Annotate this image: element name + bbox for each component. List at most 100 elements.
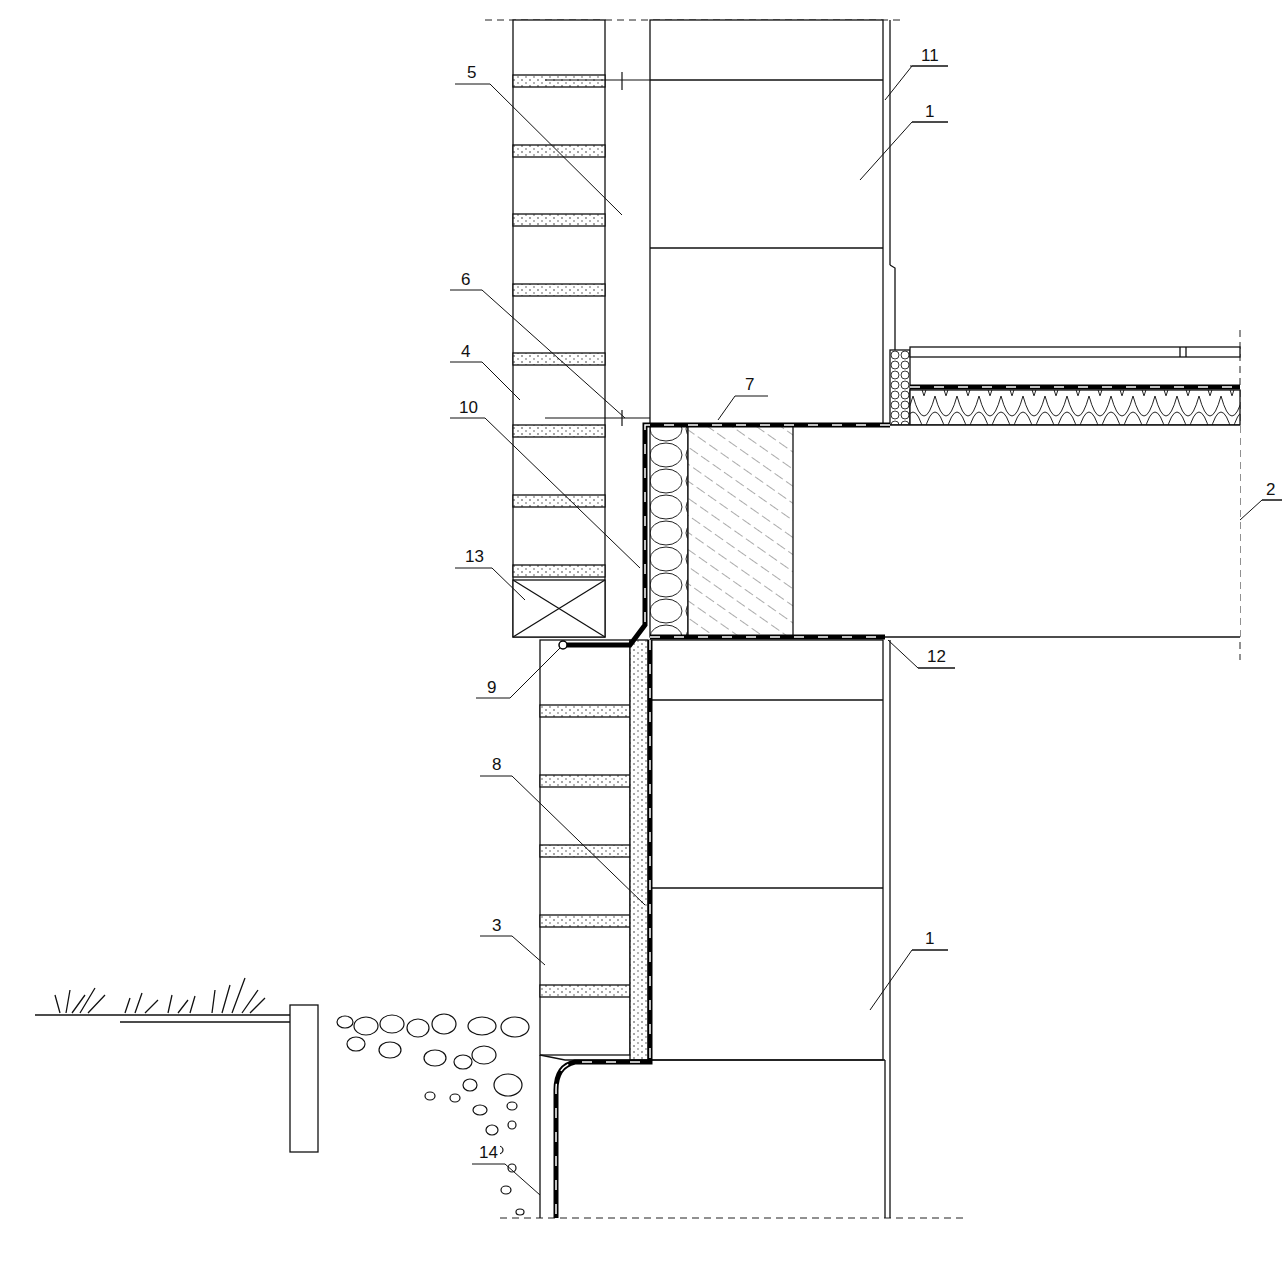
ground — [120, 1021, 290, 1022]
leader-lines — [455, 568, 525, 600]
foundation-wall — [650, 640, 883, 1060]
upper-brick-veneer — [513, 20, 605, 637]
gravel — [472, 1046, 496, 1064]
gravel — [494, 1074, 522, 1096]
callout-number: 14 — [477, 1144, 500, 1162]
floor-assembly — [910, 386, 1240, 388]
rim-beam — [650, 425, 688, 637]
limit-lines — [485, 20, 1240, 1218]
leader-lines — [860, 122, 948, 180]
gravel — [337, 1016, 353, 1028]
floor-assembly — [910, 385, 1240, 390]
gravel — [516, 1209, 524, 1215]
floor-assembly — [910, 347, 1240, 357]
ground — [55, 988, 105, 1013]
lower-brick-veneer — [540, 705, 630, 717]
upper-block-wall — [889, 20, 890, 265]
membranes — [563, 425, 890, 645]
gravel — [450, 1094, 460, 1102]
callout-number: 7 — [743, 376, 756, 394]
upper-brick-veneer — [513, 284, 605, 296]
gravel — [463, 1079, 477, 1091]
callout-number: 1 — [923, 930, 936, 948]
leader-lines — [450, 290, 625, 418]
foundation-wall — [889, 640, 890, 1218]
wall-ties — [621, 72, 622, 90]
foundation-wall — [650, 699, 883, 700]
gravel — [425, 1092, 435, 1100]
lower-brick-veneer — [540, 985, 630, 997]
footing — [540, 1055, 885, 1218]
foundation-wall — [650, 887, 883, 888]
ground — [168, 995, 195, 1013]
gravel — [407, 1019, 429, 1037]
lower-brick-veneer — [540, 775, 630, 787]
leader-lines — [476, 648, 560, 698]
floor-assembly — [1185, 347, 1186, 357]
wall-ties — [621, 410, 622, 426]
callout-number: 1 — [923, 103, 936, 121]
gravel — [486, 1125, 498, 1135]
lower-brick-veneer — [540, 640, 648, 1060]
callout-number: 9 — [485, 679, 498, 697]
upper-brick-veneer — [513, 75, 605, 87]
callout-number: 2 — [1264, 481, 1277, 499]
leader-lines — [885, 66, 948, 100]
gravel — [379, 1042, 401, 1058]
callout-number: 4 — [459, 343, 472, 361]
ground — [212, 978, 265, 1013]
upper-block-wall — [890, 265, 895, 350]
upper-brick-veneer — [513, 495, 605, 507]
upper-brick-veneer — [513, 214, 605, 226]
gravel — [337, 1014, 529, 1215]
callout-number: 5 — [465, 64, 478, 82]
gravel — [354, 1017, 378, 1035]
floor-assembly — [1179, 347, 1180, 357]
callout-number: 10 — [457, 399, 480, 417]
gravel — [501, 1186, 511, 1194]
leader-lines — [450, 66, 1282, 1195]
gravel — [508, 1121, 516, 1129]
lower-brick-veneer — [540, 915, 630, 927]
gravel — [432, 1014, 456, 1034]
callout-number: 6 — [459, 271, 472, 289]
floor-assembly — [793, 425, 1240, 637]
gravel — [507, 1102, 517, 1110]
leader-lines — [870, 950, 948, 1010]
leader-lines — [480, 776, 645, 905]
upper-brick-veneer — [513, 20, 605, 637]
rim-beam — [650, 425, 793, 637]
rim-beam — [688, 425, 793, 637]
callout-number: 3 — [490, 917, 503, 935]
gravel — [347, 1037, 365, 1051]
upper-brick-veneer — [513, 145, 605, 157]
gravel — [501, 1017, 529, 1037]
membranes — [650, 635, 885, 640]
callout-number: 12 — [925, 648, 948, 666]
callout-number: 8 — [490, 756, 503, 774]
upper-block-wall — [650, 20, 895, 425]
leader-lines — [455, 84, 622, 215]
membranes — [556, 640, 650, 1218]
ground — [35, 1014, 290, 1015]
ground — [290, 1005, 318, 1152]
leader-lines — [472, 1164, 540, 1195]
gravel — [424, 1050, 446, 1066]
callout-number: 11 — [919, 47, 941, 65]
gravel — [380, 1015, 404, 1033]
membranes — [559, 641, 567, 649]
foundation-wall — [650, 640, 890, 1218]
ground — [35, 978, 318, 1152]
upper-block-wall — [650, 79, 883, 80]
limit-lines — [500, 1218, 965, 1219]
gravel — [454, 1055, 472, 1069]
floor-assembly — [890, 350, 910, 425]
lower-brick-veneer — [630, 640, 648, 1060]
footing — [540, 1055, 885, 1218]
ground — [125, 993, 158, 1013]
upper-brick-veneer — [513, 425, 605, 437]
leader-lines — [450, 418, 640, 568]
membranes — [645, 425, 890, 625]
leader-lines — [888, 640, 955, 668]
